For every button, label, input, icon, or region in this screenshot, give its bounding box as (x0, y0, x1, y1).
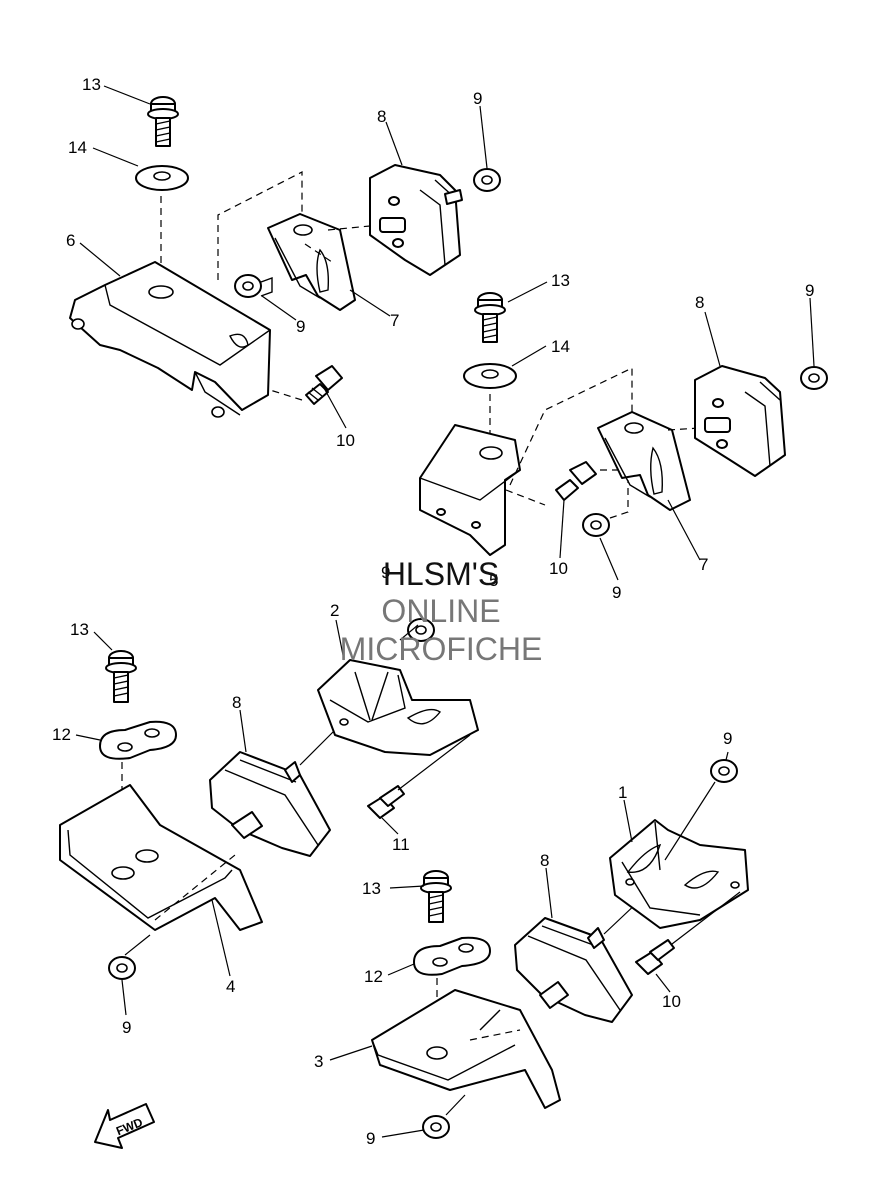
leader-lines (75, 85, 815, 1138)
callout-12: 12 (364, 967, 383, 986)
assembly-top-right (419, 292, 828, 556)
callout-7: 7 (390, 311, 399, 330)
callout-10: 10 (662, 992, 681, 1011)
bracket-6[interactable] (69, 261, 271, 418)
callout-13: 13 (551, 271, 570, 290)
callout-3: 3 (314, 1052, 323, 1071)
nut-9-bottom-left-b[interactable] (407, 618, 435, 642)
callout-1: 1 (618, 783, 627, 802)
watermark-line-2: ONLINE (381, 593, 500, 629)
bracket-1[interactable] (609, 819, 749, 929)
washer-14-top-left[interactable] (135, 165, 189, 191)
plate-12-bottom-right[interactable] (413, 936, 491, 976)
fwd-arrow: FWD (94, 1103, 155, 1149)
nut-9-bottom-right[interactable] (422, 1115, 450, 1139)
bolt-13-top-right[interactable] (474, 292, 506, 343)
callout-12: 12 (52, 725, 71, 744)
plate-12-bottom-left[interactable] (99, 720, 177, 760)
bracket-2[interactable] (317, 659, 479, 756)
callout-8: 8 (232, 693, 241, 712)
callout-10: 10 (549, 559, 568, 578)
callout-labels: 13 14 6 8 9 9 7 10 13 14 8 9 10 9 7 5 9 … (52, 75, 814, 1148)
callout-11: 11 (392, 835, 410, 854)
callout-9: 9 (612, 583, 621, 602)
assembly-bottom-right (371, 759, 749, 1139)
nut-9-top-right-a[interactable] (582, 513, 610, 537)
watermark-line-1: HLSM'S (383, 556, 499, 592)
bolt-13-bottom-left[interactable] (105, 650, 137, 703)
bolt-11[interactable] (367, 785, 405, 819)
callout-5: 5 (489, 571, 498, 590)
callout-9: 9 (296, 317, 305, 336)
bolt-10-bottom-right[interactable] (635, 939, 675, 975)
bracket-5[interactable] (419, 424, 521, 556)
nut-9-bottom-left[interactable] (108, 956, 136, 980)
bracket-7-top-left[interactable] (267, 213, 356, 311)
nut-9-bottom-right-b[interactable] (710, 759, 738, 783)
callout-14: 14 (551, 337, 570, 356)
washer-14-top-right[interactable] (463, 363, 517, 389)
callout-8: 8 (377, 107, 386, 126)
rubber-mount-8-bottom-right[interactable] (514, 917, 633, 1023)
assembly-bottom-left (59, 618, 479, 980)
callout-9: 9 (122, 1018, 131, 1037)
bracket-3[interactable] (371, 989, 561, 1109)
bracket-4[interactable] (59, 784, 263, 931)
callout-10: 10 (336, 431, 355, 450)
bracket-7-top-right[interactable] (597, 411, 691, 511)
bolt-10-top-right[interactable] (555, 461, 597, 501)
rubber-mount-8-top-left[interactable] (369, 164, 463, 276)
assembly-top-left (69, 96, 501, 418)
callout-4: 4 (226, 977, 235, 996)
nut-9-top-left-a[interactable] (234, 274, 273, 298)
nut-9-top-right-b[interactable] (800, 366, 828, 390)
callout-6: 6 (66, 231, 75, 250)
rubber-mount-8-bottom-left[interactable] (209, 751, 331, 857)
callout-8: 8 (695, 293, 704, 312)
callout-9: 9 (381, 563, 390, 582)
rubber-mount-8-top-right[interactable] (694, 365, 786, 477)
watermark: HLSM'S ONLINE MICROFICHE (340, 556, 543, 667)
callout-9: 9 (473, 89, 482, 108)
callout-2: 2 (330, 601, 339, 620)
bolt-13-bottom-right[interactable] (420, 870, 452, 923)
bolt-13-top-left[interactable] (147, 96, 179, 147)
callout-7: 7 (699, 555, 708, 574)
callout-13: 13 (70, 620, 89, 639)
callout-9: 9 (366, 1129, 375, 1148)
callout-8: 8 (540, 851, 549, 870)
bolt-10-top-left[interactable] (305, 365, 343, 405)
callout-9: 9 (723, 729, 732, 748)
callout-13: 13 (362, 879, 381, 898)
callout-14: 14 (68, 138, 87, 157)
callout-9: 9 (805, 281, 814, 300)
callout-13: 13 (82, 75, 101, 94)
watermark-line-3: MICROFICHE (340, 631, 543, 667)
nut-9-top-left-b[interactable] (473, 168, 501, 192)
